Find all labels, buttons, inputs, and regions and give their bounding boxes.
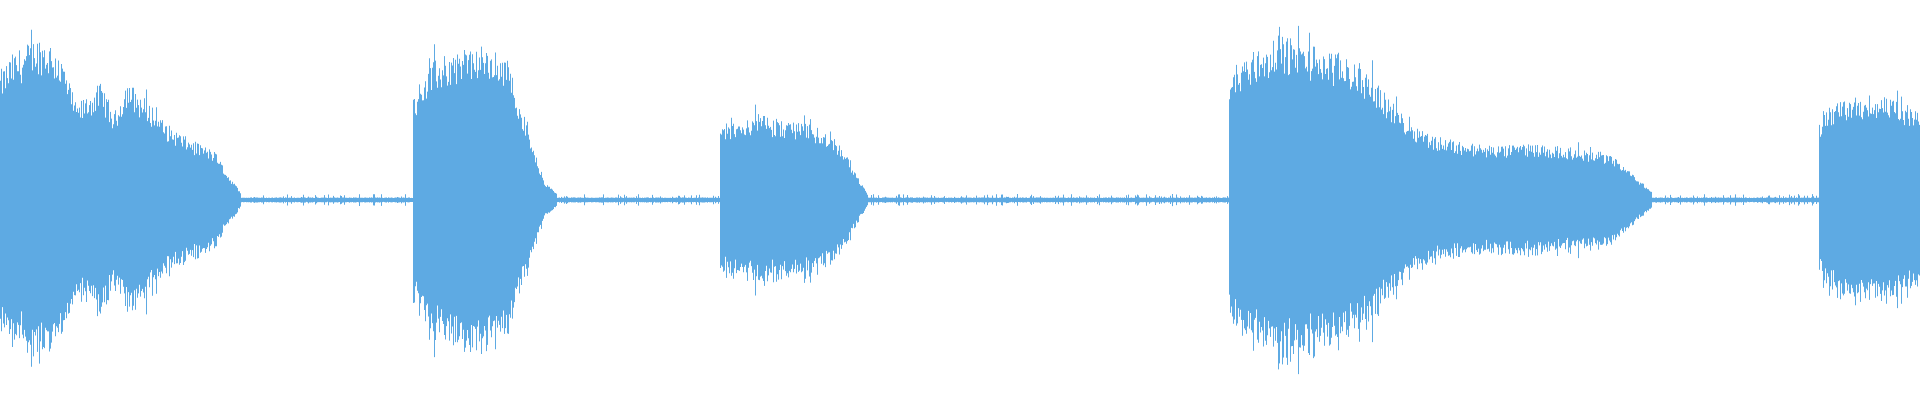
audio-waveform[interactable] [0, 0, 1920, 400]
audio-waveform-view[interactable] [0, 0, 1920, 400]
